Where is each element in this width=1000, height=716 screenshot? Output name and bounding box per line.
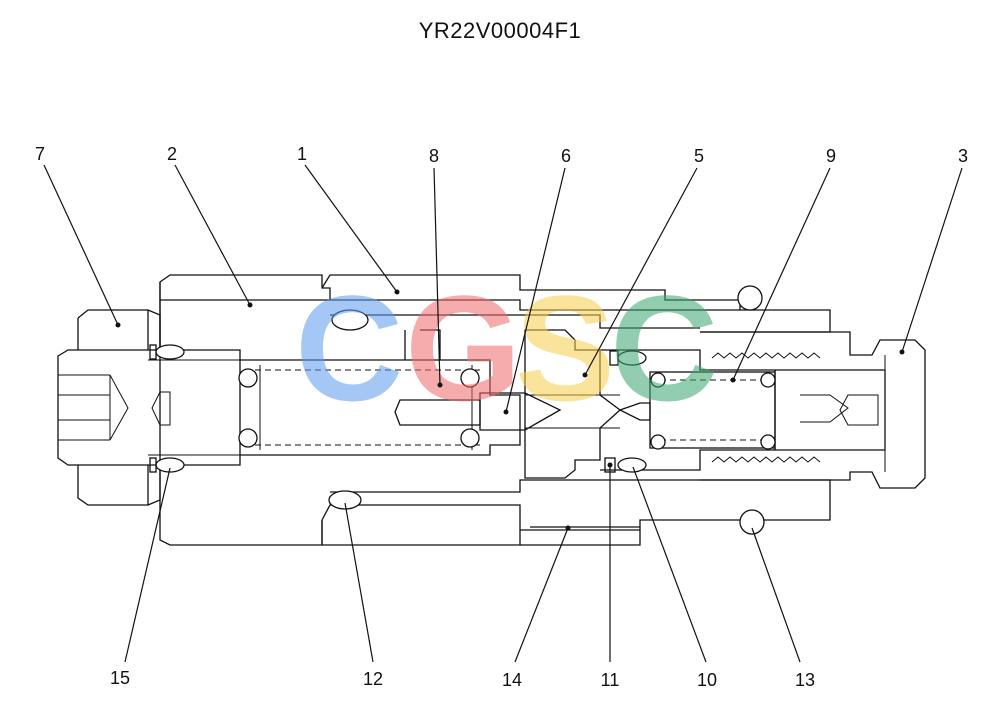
right-spring-chamber bbox=[600, 349, 821, 471]
callout-labels: 7 2 1 8 6 5 9 3 15 12 14 11 10 13 bbox=[35, 144, 968, 690]
callout-5: 5 bbox=[694, 146, 704, 166]
watermark-letter-s: S bbox=[515, 264, 615, 432]
callout-8: 8 bbox=[429, 146, 439, 166]
o-ring-part-12 bbox=[328, 490, 362, 510]
callout-2: 2 bbox=[167, 144, 177, 164]
callout-6: 6 bbox=[561, 146, 571, 166]
watermark-letter-c1: C bbox=[295, 264, 403, 432]
o-ring-upper bbox=[331, 309, 369, 331]
callout-1: 1 bbox=[297, 144, 307, 164]
poppet-part-6 bbox=[394, 392, 562, 431]
callout-13: 13 bbox=[795, 670, 815, 690]
callout-15: 15 bbox=[110, 668, 130, 688]
watermark-letter-c2: C bbox=[610, 264, 718, 432]
o-rings bbox=[328, 285, 765, 535]
watermark: C G S C bbox=[295, 264, 718, 432]
o-ring-part-15 bbox=[149, 344, 185, 473]
plug-part-3 bbox=[700, 331, 926, 489]
callout-9: 9 bbox=[826, 146, 836, 166]
leader-lines bbox=[43, 164, 963, 663]
adjusting-screw-head bbox=[57, 349, 241, 466]
callout-11: 11 bbox=[601, 670, 620, 690]
callout-7: 7 bbox=[35, 144, 45, 164]
diagram-title: YR22V00004F1 bbox=[418, 18, 582, 43]
callout-10: 10 bbox=[697, 670, 717, 690]
watermark-letter-g: G bbox=[405, 264, 522, 432]
nut-part-7 bbox=[77, 309, 161, 506]
o-ring-part-10 bbox=[617, 457, 647, 473]
o-ring-part-13 bbox=[739, 509, 765, 535]
inner-chamber bbox=[238, 329, 521, 456]
housing-lower bbox=[321, 479, 831, 546]
o-ring-top-right bbox=[737, 285, 763, 311]
callout-14: 14 bbox=[502, 670, 522, 690]
callout-3: 3 bbox=[958, 146, 968, 166]
callout-12: 12 bbox=[363, 669, 383, 689]
